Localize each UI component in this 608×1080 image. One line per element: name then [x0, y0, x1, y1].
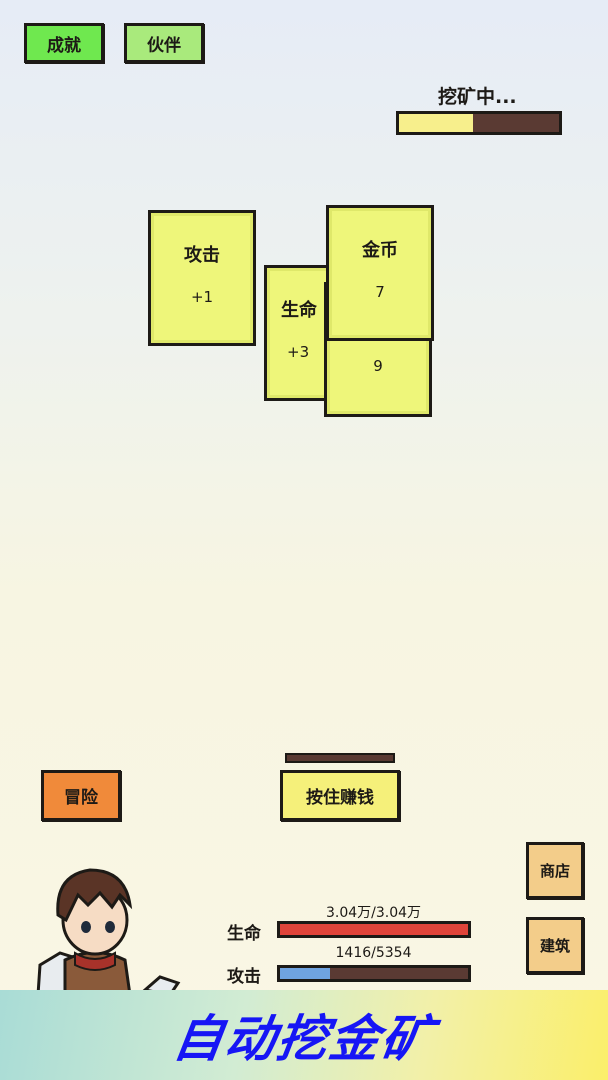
building-label: 建筑: [539, 937, 570, 955]
partners-label: 伙伴: [147, 35, 181, 56]
mining-status: 挖矿中...: [438, 86, 517, 108]
atk-value: 1416/5354: [335, 945, 412, 961]
card-title: 生命: [281, 300, 317, 321]
achievements-button[interactable]: 成就: [24, 23, 104, 63]
atk-label: 攻击: [227, 967, 261, 987]
atk-fill: [280, 968, 330, 979]
card-value: 9: [373, 357, 383, 375]
hold-earn-button[interactable]: 按住赚钱: [280, 770, 400, 821]
hold-earn-label: 按住赚钱: [306, 788, 374, 808]
card-value: +3: [287, 343, 310, 361]
hp-label: 生命: [227, 924, 261, 944]
shop-button[interactable]: 商店: [526, 842, 584, 899]
mining-progress-fill: [399, 114, 473, 132]
shop-label: 商店: [539, 862, 570, 880]
hp-value: 3.04万/3.04万: [325, 905, 422, 921]
atk-bar: [277, 965, 471, 982]
achievements-label: 成就: [47, 35, 81, 56]
card-attack[interactable]: 攻击 +1: [148, 210, 256, 346]
card-value: +1: [190, 288, 214, 306]
card-title: 攻击: [184, 245, 220, 266]
adventure-button[interactable]: 冒险: [41, 770, 121, 821]
card-title: 金币: [362, 240, 398, 261]
building-button[interactable]: 建筑: [526, 917, 584, 974]
card-gold[interactable]: 金币 7: [326, 205, 434, 341]
card-value: 7: [375, 283, 385, 301]
mining-progress-bar: [396, 111, 562, 135]
promo-banner-text: 自动挖金矿: [169, 1010, 438, 1068]
promo-banner: 自动挖金矿: [0, 990, 608, 1080]
partners-button[interactable]: 伙伴: [124, 23, 204, 63]
hp-bar: [277, 921, 471, 938]
hold-progress-bar: [285, 753, 395, 763]
adventure-label: 冒险: [64, 788, 98, 808]
hp-fill: [280, 924, 468, 935]
hero-character[interactable]: [20, 865, 200, 995]
